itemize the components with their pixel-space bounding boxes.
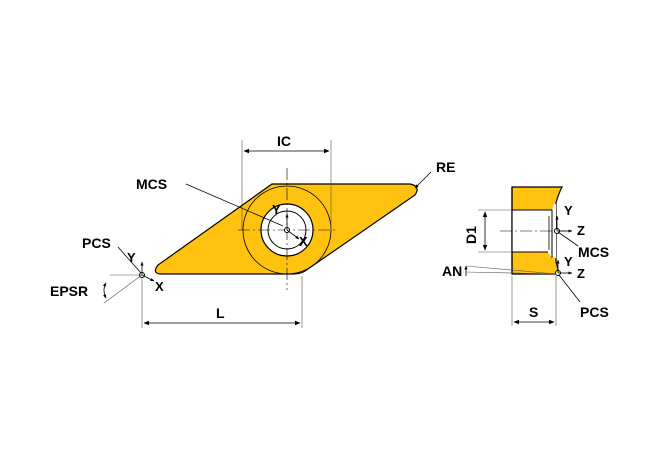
side-pcs-y-label: Y	[564, 254, 573, 269]
side-pcs-leader	[558, 274, 581, 303]
pcs-x-label: X	[155, 279, 164, 294]
side-pcs-z-label: Z	[577, 266, 585, 281]
s-label: S	[529, 304, 538, 320]
mcs-y-label: Y	[272, 202, 281, 217]
side-mcs-label: MCS	[578, 244, 609, 260]
side-mcs-z-label: Z	[577, 223, 585, 238]
re-leader-line	[414, 171, 432, 189]
side-mcs-y-label: Y	[564, 203, 573, 218]
epsr-ref-line-1	[103, 274, 143, 304]
insert-side-hole	[512, 204, 556, 258]
l-label: L	[216, 305, 225, 321]
mcs-x-label: X	[299, 234, 308, 249]
an-ref-line-1	[465, 265, 557, 275]
d1-label: D1	[463, 226, 479, 244]
an-ref-line-2	[465, 271, 557, 275]
side-mcs-leader	[557, 231, 579, 247]
pcs-label: PCS	[82, 235, 111, 251]
insert-top-view: Y X MCS IC RE Y X PCS EPSR L	[50, 133, 455, 328]
epsr-angle-arc	[102, 282, 107, 299]
pcs-leader-line	[117, 246, 142, 274]
mcs-x-axis	[286, 229, 300, 240]
re-label: RE	[436, 159, 455, 175]
side-pcs-label: PCS	[580, 304, 609, 320]
pcs-x-axis	[141, 274, 155, 282]
mcs-label: MCS	[136, 176, 167, 192]
ic-label: IC	[277, 133, 291, 149]
pcs-y-label: Y	[127, 250, 136, 265]
an-label: AN	[442, 263, 462, 279]
insert-side-view: Y Z MCS Y Z PCS D1 AN S	[442, 186, 609, 326]
epsr-label: EPSR	[50, 283, 88, 299]
mcs-leader-line	[185, 183, 284, 227]
